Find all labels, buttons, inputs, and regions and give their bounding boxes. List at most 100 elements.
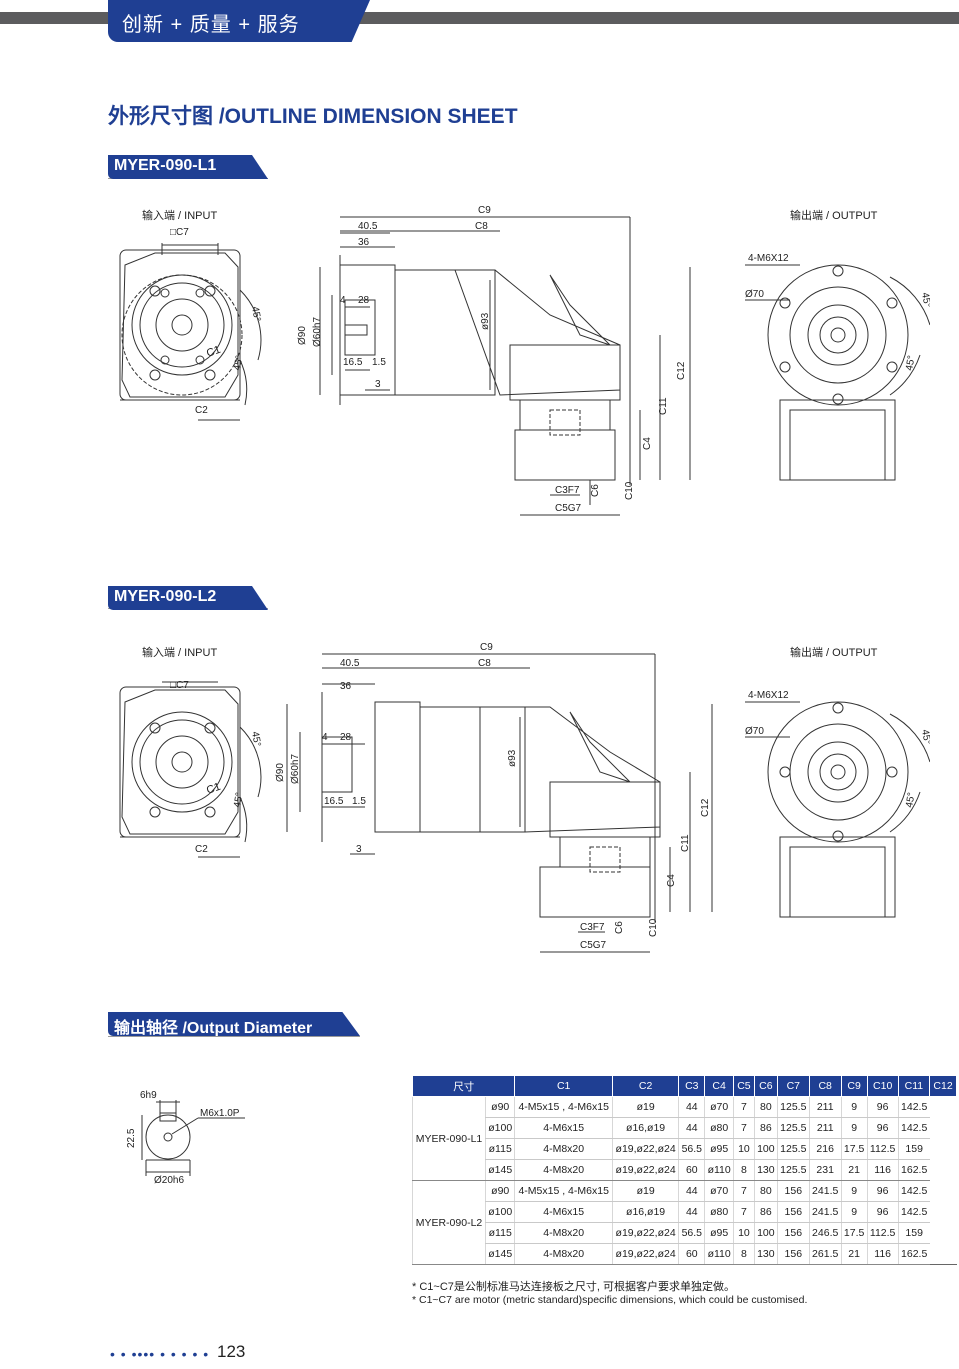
dim-dia90-2: Ø90	[275, 763, 286, 782]
shaft-dia: Ø20h6	[154, 1175, 184, 1186]
table-cell: 112.5	[866, 1222, 899, 1244]
outline-drawing-l2: 输入端 / INPUT □C7 C1 C2 45° 45° C9 C8 40.5…	[119, 642, 930, 953]
table-cell: ø90	[484, 1096, 515, 1118]
table-cell: 7	[733, 1201, 755, 1223]
dim-c9-2: C9	[480, 642, 493, 653]
dim-c7: □C7	[170, 227, 189, 238]
page-number: 123	[217, 1342, 246, 1361]
output-diameter-title: 输出轴径 /Output Diameter	[114, 1020, 313, 1037]
table-cell: 44	[678, 1096, 705, 1118]
table-cell: 100	[753, 1222, 778, 1244]
table-cell: 4-M5x15 , 4-M6x15	[514, 1096, 613, 1118]
table-cell: 44	[678, 1201, 705, 1223]
header-title: 创新 + 质量 + 服务	[122, 14, 300, 36]
table-cell: 56.5	[678, 1222, 705, 1244]
table-cell: ø115	[484, 1222, 515, 1244]
dim-c4: C4	[642, 437, 653, 450]
table-cell: 162.5	[897, 1243, 930, 1265]
table-cell: 8	[733, 1159, 755, 1181]
table-cell: 142.5	[897, 1180, 930, 1202]
bolt-spec-2: 4-M6X12	[748, 690, 789, 701]
table-cell: 60	[678, 1243, 705, 1265]
dim-dia70-2: Ø70	[745, 726, 764, 737]
table-cell: 156	[776, 1222, 810, 1244]
table-cell: 96	[866, 1096, 899, 1118]
dim-c1-2: C1	[205, 781, 222, 797]
table-cell: ø80	[704, 1201, 734, 1223]
dim-dia90: Ø90	[297, 326, 308, 345]
table-cell: ø80	[704, 1117, 734, 1139]
dim-36-2: 36	[340, 681, 352, 692]
table-cell: ø110	[704, 1159, 734, 1181]
dim-1-5-2: 1.5	[352, 796, 366, 807]
spec-header-cell: C3	[678, 1075, 706, 1097]
table-cell: 56.5	[678, 1138, 705, 1160]
table-cell: 100	[753, 1138, 778, 1160]
table-cell: 17.5	[840, 1138, 868, 1160]
output-diameter-underline	[108, 1036, 360, 1037]
input-label-2: 输入端 / INPUT	[142, 645, 217, 659]
table-cell: 130	[753, 1159, 778, 1181]
table-cell: ø19,ø22,ø24	[611, 1243, 679, 1265]
dim-dia93-2: ø93	[507, 749, 518, 767]
input-flange-outline	[119, 249, 241, 401]
table-cell: 96	[866, 1117, 899, 1139]
table-cell: ø19,ø22,ø24	[611, 1222, 679, 1244]
dim-c3: C3F7	[555, 485, 580, 496]
spec-header-cell: C4	[704, 1075, 734, 1097]
angle-45-h: 45°	[904, 792, 917, 809]
table-cell: 80	[753, 1096, 778, 1118]
table-cell: 142.5	[897, 1096, 930, 1118]
dim-c6-2: C6	[614, 921, 625, 934]
dim-3: 3	[375, 379, 381, 390]
table-cell: 159	[897, 1138, 930, 1160]
dim-dia60-2: Ø60h7	[290, 754, 301, 784]
dim-c9: C9	[478, 205, 491, 216]
dim-c12-2: C12	[700, 798, 711, 817]
angle-45-b: 45°	[232, 355, 245, 372]
dim-dia70: Ø70	[745, 289, 764, 300]
table-cell: 142.5	[897, 1117, 930, 1139]
table-cell: 21	[840, 1243, 868, 1265]
spec-header-cell: C5	[733, 1075, 755, 1097]
table-cell: ø19,ø22,ø24	[611, 1159, 679, 1181]
table-cell: 156	[776, 1243, 810, 1265]
model-cell: MYER-090-L2	[412, 1180, 486, 1265]
dim-c11: C11	[658, 397, 669, 415]
table-cell: 17.5	[840, 1222, 868, 1244]
model-name-l1: MYER-090-L1	[114, 157, 217, 174]
table-cell: 44	[678, 1180, 705, 1202]
dim-c3-2: C3F7	[580, 922, 605, 933]
dim-16-5-2: 16.5	[324, 796, 344, 807]
dim-c10-2: C10	[648, 918, 659, 937]
dim-4: 4	[340, 295, 346, 306]
table-cell: 125.5	[776, 1096, 810, 1118]
table-cell: ø19,ø22,ø24	[611, 1138, 679, 1160]
table-cell: 211	[808, 1117, 842, 1139]
dim-28-2: 28	[340, 732, 352, 743]
table-cell: 156	[776, 1180, 810, 1202]
table-cell: 9	[840, 1096, 868, 1118]
table-cell: 4-M8x20	[514, 1222, 613, 1244]
angle-45-c: 45°	[919, 292, 930, 309]
table-cell: 86	[753, 1117, 778, 1139]
table-cell: 9	[840, 1201, 868, 1223]
table-cell: 142.5	[897, 1201, 930, 1223]
spec-header-cell: C8	[808, 1075, 842, 1097]
dim-c8-2: C8	[478, 658, 491, 669]
table-cell: 4-M8x20	[514, 1159, 613, 1181]
dim-40-5: 40.5	[358, 221, 378, 232]
dim-3-2: 3	[356, 844, 362, 855]
table-cell: 216	[808, 1138, 842, 1160]
spec-header-cell: C6	[753, 1075, 778, 1097]
table-cell: 162.5	[897, 1159, 930, 1181]
table-cell: 9	[840, 1117, 868, 1139]
dim-c5: C5G7	[555, 503, 582, 514]
dim-c4-2: C4	[666, 874, 677, 887]
angle-45-e: 45°	[249, 731, 262, 748]
